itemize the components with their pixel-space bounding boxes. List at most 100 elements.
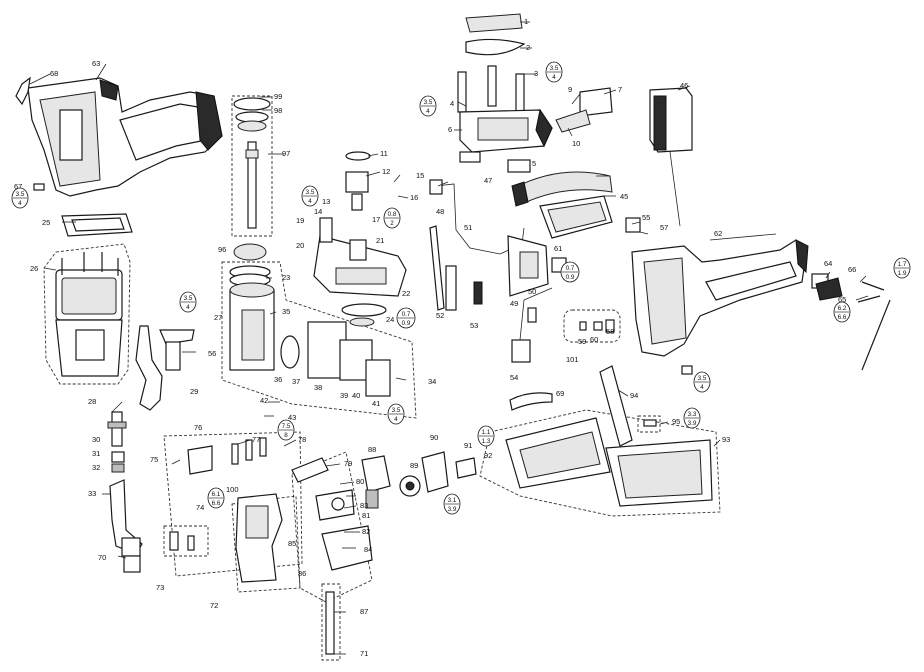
part-label: 49 [510, 299, 518, 308]
contact-arm-33 [109, 479, 143, 557]
torque-value: 3.9 [448, 506, 457, 513]
part-label: 48 [436, 207, 444, 216]
solenoid-54 [511, 287, 553, 363]
part-label: 76 [194, 423, 202, 432]
torque-spec-1.7-1.9: 1.7 1.9 [893, 257, 911, 279]
part-label: 42 [260, 396, 268, 405]
nut-31-32 [111, 451, 125, 473]
torque-value: 4 [186, 304, 190, 311]
part-label: 32 [92, 463, 100, 472]
torque-spec-6.1-6.6: 6.1 6.6 [207, 487, 225, 509]
part-label: 20 [296, 241, 304, 250]
torque-value: 4 [308, 198, 312, 205]
part-label: 57 [660, 223, 668, 232]
part-label: 100 [226, 485, 239, 494]
part-label: 84 [364, 545, 372, 554]
part-label: 61 [554, 244, 562, 253]
part-label: 92 [484, 451, 492, 460]
torque-value: 3.9 [688, 420, 697, 427]
part-label: 12 [382, 167, 390, 176]
part-label: 99 [274, 92, 282, 101]
spring-79 [291, 457, 329, 483]
part-label: 4 [450, 99, 454, 108]
part-label: 45 [620, 192, 628, 201]
torque-value: 6.1 [212, 491, 221, 498]
part-label: 34 [428, 377, 436, 386]
part-label: 82 [362, 527, 370, 536]
part-label: 85 [288, 539, 296, 548]
torque-value: 4 [18, 200, 22, 207]
part-label: 24 [386, 315, 394, 324]
head-block-6 [459, 108, 553, 153]
part-label: 55 [642, 213, 650, 222]
torque-value: 3.1 [448, 497, 457, 504]
part-label: 21 [376, 236, 384, 245]
cylinder-group-35 [221, 243, 417, 419]
part-label: 28 [88, 397, 96, 406]
nose-body-72 [235, 493, 283, 583]
part-label: 5 [532, 159, 536, 168]
torque-spec-3.5-4-g: 3.5 4 [693, 371, 711, 393]
part-label: 17 [372, 215, 380, 224]
torque-spec-7.5-8: 7.5 8 [277, 419, 295, 441]
torque-value: 6.6 [838, 314, 847, 321]
part-label: 1 [524, 17, 528, 26]
part-label: 94 [630, 391, 638, 400]
part-label: 60 [590, 335, 598, 344]
part-label: 14 [314, 207, 322, 216]
part-label: 81 [362, 511, 370, 520]
torque-value: 7.5 [282, 423, 291, 430]
part-label: 83 [360, 501, 368, 510]
torque-value: 4 [700, 384, 704, 391]
board-52-53 [445, 265, 483, 311]
torque-value: 1.9 [898, 270, 907, 277]
screw-67-right [681, 365, 693, 375]
part-label: 13 [322, 197, 330, 206]
part-label: 77 [252, 435, 260, 444]
gasket-25 [61, 213, 133, 237]
leader-lines [29, 21, 831, 655]
part-label: 40 [352, 391, 360, 400]
torque-value: 3.5 [306, 189, 315, 196]
torque-spec-3.5-4-b: 3.5 4 [419, 95, 437, 117]
torque-spec-3.5-4-f: 3.5 4 [387, 403, 405, 425]
part-label: 39 [340, 391, 348, 400]
part-label: 9 [568, 85, 572, 94]
latch-7-9-10 [555, 87, 613, 133]
torque-value: 4 [394, 416, 398, 423]
part-label: 26 [30, 264, 38, 273]
piston-column-97 [231, 95, 273, 237]
part-label: 80 [356, 477, 364, 486]
torque-spec-3.5-4-e: 3.5 4 [179, 291, 197, 313]
part-label: 87 [360, 607, 368, 616]
torque-spec-3.5-4-d: 3.5 4 [11, 187, 29, 209]
torque-value: 2 [390, 220, 394, 227]
part-label: 25 [42, 218, 50, 227]
torque-spec-0.7-0.9-b: 0.7 0.9 [560, 261, 580, 283]
part-label: 59 [578, 337, 586, 346]
part-label: 69 [556, 389, 564, 398]
part-label: 64 [824, 259, 832, 268]
part-label: 52 [436, 311, 444, 320]
part-label: 33 [88, 489, 96, 498]
cylinder-cap-group-26 [43, 243, 131, 385]
torque-spec-0.8-2: 0.8 2 [383, 207, 401, 229]
part-label: 29 [190, 387, 198, 396]
housing-left-half [27, 77, 223, 197]
torque-spec-3.3-3.9: 3.3 3.9 [683, 407, 701, 429]
torque-value: 3.5 [698, 375, 707, 382]
part-label: 79 [344, 459, 352, 468]
rail-94-right [599, 365, 633, 447]
part-label: 71 [360, 649, 368, 658]
torque-value: 8 [284, 432, 288, 439]
hook-68-left [15, 76, 31, 106]
part-label: 90 [430, 433, 438, 442]
part-label: 66 [848, 265, 856, 274]
part-label: 19 [296, 216, 304, 225]
pins-77 [231, 437, 267, 465]
torque-value: 6.2 [838, 305, 847, 312]
part-label: 67 [14, 182, 22, 191]
magazine-93 [479, 409, 721, 517]
guide-69 [509, 392, 553, 411]
part-label: 63 [92, 59, 100, 68]
